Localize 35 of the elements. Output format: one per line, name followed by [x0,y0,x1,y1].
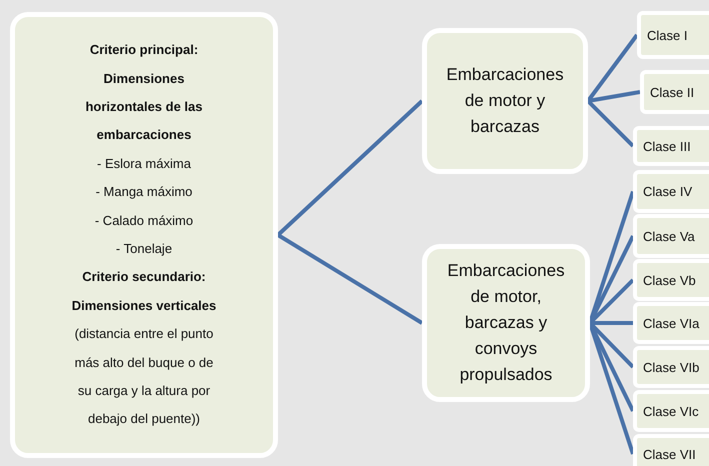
connector-line [276,233,424,325]
class-box [637,11,709,59]
box-label: Clase III [643,138,691,154]
class-box [633,214,709,258]
box-label: Clase VIb [643,360,700,374]
class-box [633,126,709,166]
criteria-text: - Eslora máxima [97,154,191,173]
box-label: Clase IV [643,184,692,199]
box-label: Clase Va [643,228,695,244]
box-label: Clase VII [643,446,696,462]
connector-line [276,100,424,236]
connector-line [590,321,633,325]
criteria-text: (distancia entre el punto más alto del buque o de su carga y la altura por debajo del puente)) [74,325,214,428]
class-box [633,170,709,213]
box-label: Embarcaciones de motor, barcazas y convoys propulsados [446,260,566,386]
criteria-text: - Tonelaje [116,240,172,258]
class-box [633,346,709,388]
class-box [633,302,709,344]
connector-line [586,100,634,148]
box-label: Clase II [650,84,694,100]
box-label: Embarcaciones de motor y barcazas [445,64,565,138]
criteria-box [10,12,278,458]
box-label: Clase VIa [643,316,700,330]
criteria-heading: Criterio secundario: Dimensiones verticales [70,268,218,315]
category-box [422,28,588,174]
class-box [633,259,709,301]
box-label: Clase Vb [643,272,696,288]
criteria-heading: Criterio principal: Dimensiones horizontales de las embarcaciones [84,41,204,144]
box-label: Clase VIc [643,404,699,418]
connector-line [588,90,640,103]
criteria-text: - Manga máximo [96,183,192,202]
criteria-text: - Calado máximo [94,212,194,230]
class-box [633,390,709,432]
box-label: Clase I [647,28,688,42]
category-box [422,244,590,402]
